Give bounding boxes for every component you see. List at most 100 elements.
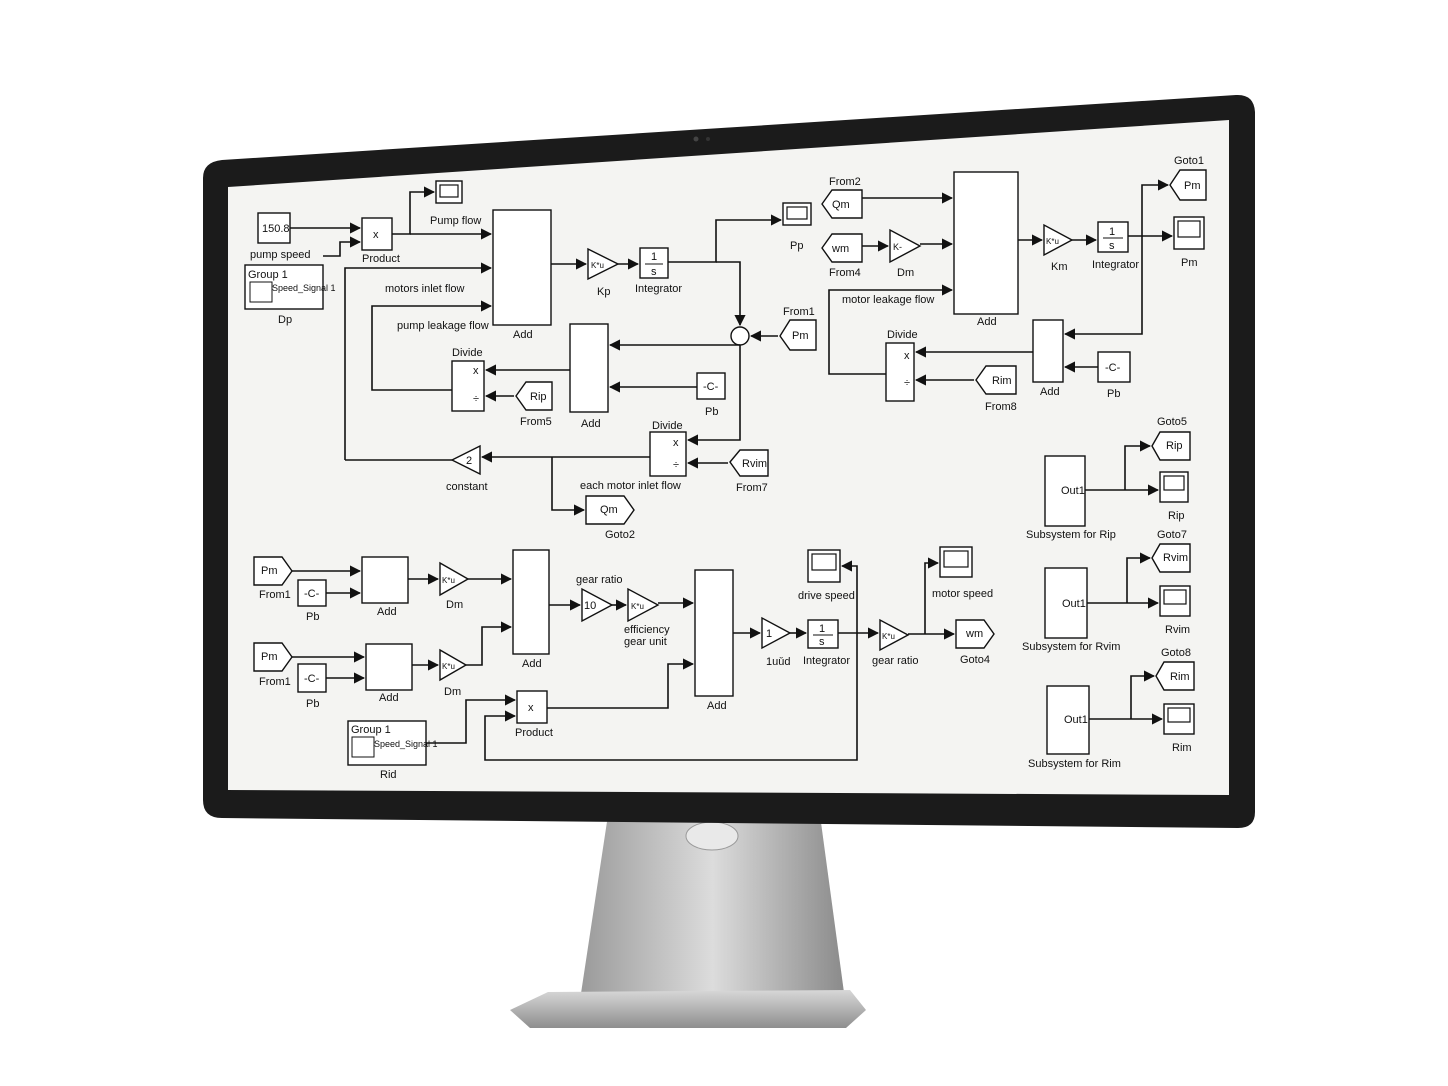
goto8-rim-tag[interactable]	[1155, 661, 1195, 691]
pump-sum-circle[interactable]	[730, 326, 750, 346]
pump-divide-label: Divide	[452, 347, 483, 359]
drive-add3-label: Add	[522, 658, 542, 670]
pump-add-label: Add	[513, 329, 533, 341]
pump-pb-const: -C-	[703, 381, 719, 393]
motor-integrator-label: Integrator	[1092, 259, 1139, 271]
gear-ratio-gain[interactable]	[879, 618, 910, 652]
pump-divide-block[interactable]	[451, 360, 485, 412]
motor-divide-div: ÷	[904, 377, 910, 389]
drive-pb2-label: Pb	[306, 698, 319, 710]
pump-add-block[interactable]	[492, 209, 552, 326]
signal-builder-icon	[351, 736, 375, 758]
from8-label: From8	[985, 401, 1017, 413]
pump-add2-block[interactable]	[569, 323, 609, 413]
drive-pb-label: Pb	[306, 611, 319, 623]
constant-gain-2[interactable]	[450, 444, 481, 476]
goto7-rvim-tag[interactable]	[1151, 543, 1191, 573]
from2-qm-text: Qm	[832, 199, 850, 211]
drive-integrator-num: 1	[819, 623, 825, 635]
scope-icon	[943, 550, 969, 568]
motor-dm-gain[interactable]	[889, 228, 922, 264]
drive-pb-constant[interactable]	[297, 579, 327, 607]
from4-wm-tag[interactable]	[821, 233, 863, 263]
goto7-label: Goto7	[1157, 529, 1187, 541]
goto5-rip-text: Rip	[1166, 440, 1183, 452]
from7-rvim-tag[interactable]	[729, 449, 769, 477]
drive-dm-gain[interactable]	[439, 561, 470, 597]
motors-inlet-flow-label: motors inlet flow	[385, 283, 465, 295]
scope-icon	[1163, 475, 1185, 491]
from5-label: From5	[520, 416, 552, 428]
scope-icon	[439, 184, 459, 198]
drive-add2-block[interactable]	[365, 643, 413, 691]
goto2-qm-tag[interactable]	[585, 495, 635, 525]
subsystem-rvim-out: Out1	[1062, 598, 1086, 610]
drive-dm2-gain-text: K*u	[442, 662, 455, 671]
drive-dm2-gain[interactable]	[439, 648, 468, 682]
subsystem-rim-block[interactable]	[1046, 685, 1090, 755]
from2-label: From2	[829, 176, 861, 188]
subsystem-rip-block[interactable]	[1044, 455, 1086, 527]
motor-add-block[interactable]	[953, 171, 1019, 315]
efficiency-gain[interactable]	[627, 587, 660, 623]
pump-divide2-label: Divide	[652, 420, 683, 432]
drive-product-block[interactable]	[516, 690, 548, 724]
inverse-inertia-label: 1uǔd	[766, 656, 790, 668]
inverse-inertia-gain[interactable]	[761, 616, 792, 650]
drive-pb2-const: -C-	[304, 673, 320, 685]
dp-group-title: Group 1	[248, 269, 288, 281]
from8-rim-tag[interactable]	[975, 365, 1017, 395]
subsystem-rim-label: Subsystem for Rim	[1028, 758, 1121, 770]
drive-speed-label: drive speed	[798, 590, 855, 602]
rid-group-signal: Speed_Signal 1	[374, 739, 438, 749]
rvim-scope-label: Rvim	[1165, 624, 1190, 636]
goto5-label: Goto5	[1157, 416, 1187, 428]
drive-from1-label: From1	[259, 589, 291, 601]
pump-divide-mul: x	[473, 365, 479, 377]
motor-pb-const: -C-	[1105, 362, 1121, 374]
each-motor-inlet-flow-label: each motor inlet flow	[580, 480, 681, 492]
kp-gain[interactable]	[587, 247, 620, 281]
motor-dm-gain-text: K-	[893, 242, 902, 252]
drive-from1b-pm-tag[interactable]	[253, 642, 293, 672]
motor-add2-block[interactable]	[1032, 319, 1064, 383]
motor-pb-constant[interactable]	[1097, 351, 1131, 383]
motor-divide-block[interactable]	[885, 342, 915, 402]
pump-integrator-den: s	[651, 266, 657, 278]
monitor-stand	[510, 815, 866, 1028]
goto4-wm-tag[interactable]	[955, 619, 995, 649]
from2-qm-tag[interactable]	[821, 189, 863, 219]
pump-pb-constant[interactable]	[696, 372, 726, 400]
from4-wm-text: wm	[831, 243, 849, 255]
kp-label: Kp	[597, 286, 610, 298]
km-gain-text: K*u	[1046, 237, 1059, 246]
drive-integrator[interactable]	[807, 619, 839, 649]
gear-ratio-gain-text: K*u	[882, 632, 895, 641]
goto2-qm-text: Qm	[600, 504, 618, 516]
goto8-rim-text: Rim	[1170, 671, 1190, 683]
pump-divide2-block[interactable]	[649, 431, 687, 477]
signal-builder-icon	[249, 281, 273, 303]
drive-dm-gain-text: K*u	[442, 576, 455, 585]
from5-rip-tag[interactable]	[515, 381, 553, 411]
drive-from1-pm-tag[interactable]	[253, 556, 293, 586]
from7-rvim-text: Rvim	[742, 458, 767, 470]
gear-ratio-label: gear ratio	[872, 655, 918, 667]
goto1-pm-tag[interactable]	[1169, 169, 1207, 201]
motor-integrator-num: 1	[1109, 226, 1115, 238]
subsystem-rip-out: Out1	[1061, 485, 1085, 497]
motor-integrator[interactable]	[1097, 221, 1129, 253]
goto4-label: Goto4	[960, 654, 990, 666]
motor-add2-label: Add	[1040, 386, 1060, 398]
drive-pb2-constant[interactable]	[297, 663, 327, 693]
subsystem-rvim: Out1 Subsystem for Rvim Goto7 Rvim Rvim	[1022, 529, 1191, 653]
from1-pm-tag[interactable]	[779, 319, 817, 351]
drive-add4-block[interactable]	[694, 569, 734, 697]
km-gain[interactable]	[1043, 223, 1074, 257]
pump-integrator[interactable]	[639, 247, 669, 279]
goto5-rip-tag[interactable]	[1151, 431, 1191, 461]
gear-ratio-10-gain[interactable]	[581, 587, 614, 623]
drive-add-block[interactable]	[361, 556, 409, 604]
drive-add3-block[interactable]	[512, 549, 550, 655]
